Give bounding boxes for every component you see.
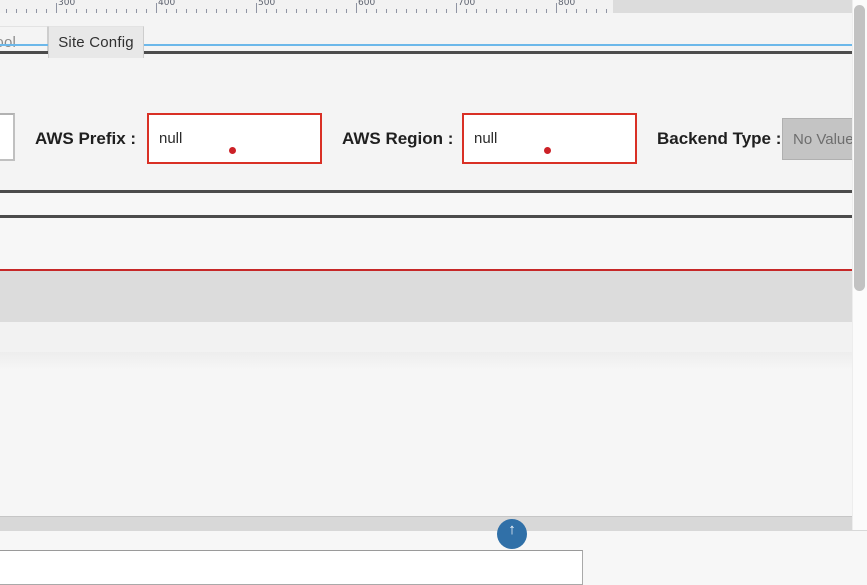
tab-label: y Tool: [0, 34, 17, 51]
ruler-minor-tick: [126, 9, 127, 13]
ruler-minor-tick: [216, 9, 217, 13]
ruler-minor-tick: [76, 9, 77, 13]
ruler-minor-tick: [316, 9, 317, 13]
section-divider-lower: [0, 215, 867, 218]
field-input-truncated[interactable]: [0, 113, 15, 161]
ruler-minor-tick: [106, 9, 107, 13]
validation-divider: [0, 269, 867, 271]
ruler-minor-tick: [6, 9, 7, 13]
ruler-label: 300: [58, 0, 76, 8]
ruler-label: 800: [558, 0, 576, 8]
header-divider: [0, 51, 867, 54]
tab-site-config[interactable]: Site Config: [48, 26, 144, 58]
ruler-major-tick: [156, 3, 157, 13]
ruler-label: 700: [458, 0, 476, 8]
ruler-minor-tick: [16, 9, 17, 13]
ruler-minor-tick: [266, 9, 267, 13]
ruler-minor-tick: [576, 9, 577, 13]
tab-active-underline: [0, 44, 867, 46]
ruler-minor-tick: [536, 9, 537, 13]
vertical-scrollbar[interactable]: [852, 0, 867, 530]
ruler-minor-tick: [496, 9, 497, 13]
ruler-minor-tick: [276, 9, 277, 13]
ruler-minor-tick: [226, 9, 227, 13]
aws-region-error-dot-icon: [544, 147, 551, 154]
ruler-minor-tick: [366, 9, 367, 13]
ruler-minor-tick: [446, 9, 447, 13]
ruler-minor-tick: [116, 9, 117, 13]
tab-label: Site Config: [58, 34, 134, 51]
ruler-minor-tick: [186, 9, 187, 13]
ruler-minor-tick: [476, 9, 477, 13]
ruler-major-tick: [556, 3, 557, 13]
ruler-minor-tick: [206, 9, 207, 13]
field-value: null: [159, 130, 183, 147]
ruler-minor-tick: [386, 9, 387, 13]
ruler-minor-tick: [236, 9, 237, 13]
ruler-minor-tick: [416, 9, 417, 13]
ruler-minor-tick: [96, 9, 97, 13]
ruler-minor-tick: [146, 9, 147, 13]
ruler-minor-tick: [346, 9, 347, 13]
ruler-minor-tick: [26, 9, 27, 13]
section-divider-upper: [0, 190, 867, 193]
ruler-major-tick: [356, 3, 357, 13]
ruler-minor-tick: [526, 9, 527, 13]
backend-type-label: Backend Type :: [657, 129, 782, 148]
aws-prefix-label: AWS Prefix :: [35, 129, 137, 148]
ruler-minor-tick: [306, 9, 307, 13]
tab-bar: y Tool Site Config: [0, 13, 867, 58]
ruler-minor-tick: [36, 9, 37, 13]
ruler-major-tick: [256, 3, 257, 13]
aws-region-label: AWS Region :: [342, 129, 454, 148]
scroll-to-top-icon[interactable]: ↑: [497, 519, 527, 549]
horizontal-ruler: 300 400 500 600 700 800: [0, 0, 867, 14]
ruler-minor-tick: [286, 9, 287, 13]
ruler-minor-tick: [546, 9, 547, 13]
ruler-minor-tick: [586, 9, 587, 13]
search-band: [0, 271, 867, 585]
ruler-minor-tick: [326, 9, 327, 13]
aws-prefix-input[interactable]: null: [147, 113, 322, 164]
ruler-minor-tick: [296, 9, 297, 13]
search-input[interactable]: [0, 550, 583, 585]
ruler-inactive-region: [613, 0, 867, 13]
content-band: [0, 322, 867, 353]
ruler-minor-tick: [516, 9, 517, 13]
ruler-minor-tick: [426, 9, 427, 13]
ruler-minor-tick: [486, 9, 487, 13]
bottom-bar: [0, 516, 867, 531]
ruler-minor-tick: [606, 9, 607, 13]
ruler-minor-tick: [196, 9, 197, 13]
ruler-minor-tick: [506, 9, 507, 13]
config-form-row: AWS Prefix : null AWS Region : null Back…: [0, 54, 867, 190]
ruler-label: 500: [258, 0, 276, 8]
ruler-minor-tick: [46, 9, 47, 13]
ruler-minor-tick: [66, 9, 67, 13]
ruler-minor-tick: [86, 9, 87, 13]
ruler-minor-tick: [436, 9, 437, 13]
ruler-minor-tick: [376, 9, 377, 13]
ruler-major-tick: [456, 3, 457, 13]
ruler-minor-tick: [406, 9, 407, 13]
page-body: [0, 352, 867, 520]
ruler-label: 600: [358, 0, 376, 8]
ruler-minor-tick: [136, 9, 137, 13]
ruler-minor-tick: [336, 9, 337, 13]
aws-prefix-error-dot-icon: [229, 147, 236, 154]
ruler-minor-tick: [396, 9, 397, 13]
aws-region-input[interactable]: null: [462, 113, 637, 164]
ruler-minor-tick: [246, 9, 247, 13]
ruler-minor-tick: [566, 9, 567, 13]
field-value: null: [474, 130, 498, 147]
field-value: No Value: [793, 130, 854, 148]
ruler-minor-tick: [166, 9, 167, 13]
ruler-minor-tick: [596, 9, 597, 13]
ruler-label: 400: [158, 0, 176, 8]
scrollbar-thumb[interactable]: [854, 5, 865, 291]
ruler-minor-tick: [176, 9, 177, 13]
ruler-minor-tick: [466, 9, 467, 13]
ruler-major-tick: [56, 3, 57, 13]
